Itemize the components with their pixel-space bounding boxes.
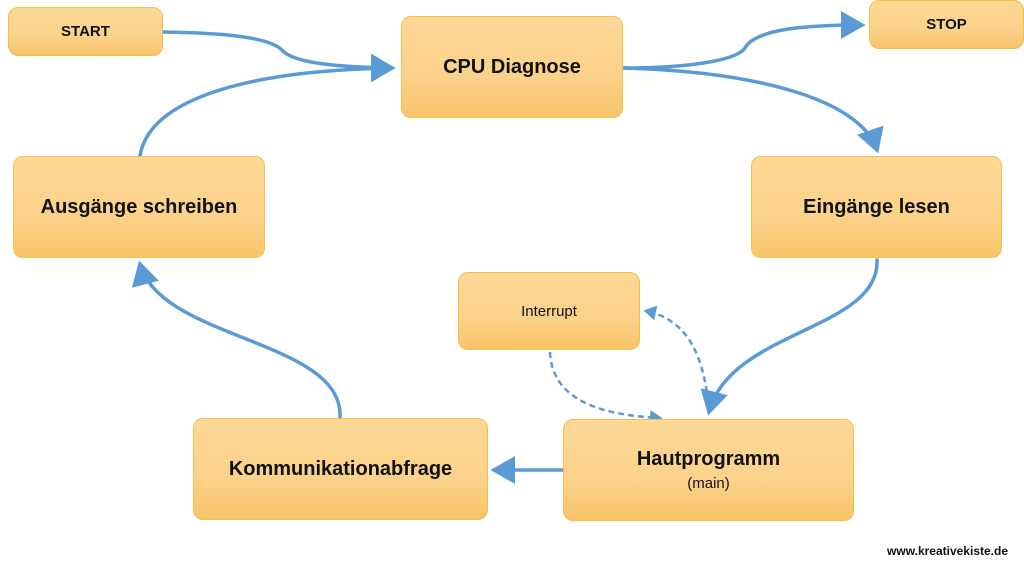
node-inputs-label: Eingänge lesen: [803, 195, 950, 218]
node-comm-label: Kommunikationabfrage: [228, 457, 453, 480]
edge-inputs-main: [700, 258, 879, 416]
edge-comm-outputs: [131, 260, 342, 420]
node-start: START: [8, 7, 163, 56]
node-main-sublabel: (main): [687, 475, 730, 492]
node-interrupt: Interrupt: [458, 272, 640, 350]
node-outputs-label: Ausgänge schreiben: [40, 195, 238, 218]
edge-outputs-cpu: [138, 54, 396, 158]
credit-link: www.kreativekiste.de: [887, 544, 1008, 558]
node-start-label: START: [61, 23, 110, 40]
node-ausgaenge-schreiben: Ausgänge schreiben: [13, 156, 265, 258]
edge-start-cpu: [161, 30, 396, 82]
edge-cpu-inputs: [622, 66, 884, 154]
edge-interrupt-main: [548, 351, 663, 425]
node-interrupt-label: Interrupt: [521, 302, 577, 320]
node-main-label: Hautprogramm: [636, 448, 781, 470]
node-cpu-diagnose: CPU Diagnose: [401, 16, 623, 118]
node-stop-label: STOP: [926, 16, 967, 33]
node-kommunikationabfrage: Kommunikationabfrage: [193, 418, 488, 520]
edge-cpu-stop: [622, 11, 866, 70]
edge-main-interrupt: [643, 305, 711, 413]
node-cpu-label: CPU Diagnose: [443, 55, 581, 78]
node-stop: STOP: [869, 0, 1024, 49]
node-hauptprogramm: Hautprogramm (main): [563, 419, 854, 521]
node-eingaenge-lesen: Eingänge lesen: [751, 156, 1002, 258]
